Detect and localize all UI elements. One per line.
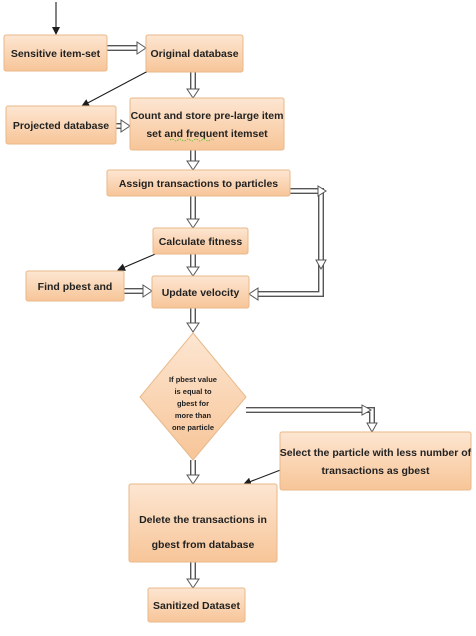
node-find-pbest-label: Find pbest and [38, 281, 113, 293]
arrow-fitness-to-findpbest [117, 251, 161, 271]
node-decision: If pbest value is equal to gbest for mor… [139, 332, 247, 461]
hollow-arrow-fitness-update [186, 254, 200, 277]
hollow-arrow-count-assign [186, 150, 200, 171]
node-calculate-fitness: Calculate fitness [152, 227, 249, 255]
hollow-arrow-original-count [186, 72, 200, 99]
node-update-velocity-label: Update velocity [162, 287, 240, 299]
node-count-store-line1: Count and store pre-large item [131, 110, 284, 122]
node-count-store: Count and store pre-large item set and f… [129, 97, 285, 151]
node-sensitive-itemset: Sensitive item-set [3, 34, 108, 72]
hollow-arrow-decision-select [246, 404, 378, 434]
hollow-arrow-sensitive-original [107, 41, 147, 55]
node-delete-transactions: Delete the transactions in gbest from da… [128, 483, 278, 563]
node-original-database: Original database [145, 34, 244, 73]
node-decision-line3: gbest for [177, 399, 209, 408]
hollow-arrow-update-decision [186, 308, 200, 333]
node-assign-transactions: Assign transactions to particles [106, 169, 291, 197]
node-decision-line4: more than [175, 411, 212, 420]
node-projected-database: Projected database [5, 105, 117, 145]
node-sensitive-itemset-label: Sensitive item-set [11, 48, 101, 60]
hollow-arrow-projected-count [116, 119, 131, 133]
node-decision-line2: is equal to [174, 387, 212, 396]
node-select-particle-line1: Select the particle with less number of [280, 447, 472, 459]
hollow-arrow-findpbest-update [124, 284, 153, 298]
node-delete-transactions-line2: gbest from database [152, 539, 255, 551]
node-sanitized-dataset: Sanitized Dataset [147, 587, 246, 623]
node-select-particle-line2: transactions as gbest [322, 465, 430, 477]
node-decision-line5: one particle [172, 423, 214, 432]
node-original-database-label: Original database [150, 48, 238, 60]
node-select-particle: Select the particle with less number of … [279, 431, 472, 491]
node-count-store-line2: set and frequent itemset [146, 128, 268, 140]
node-calculate-fitness-label: Calculate fitness [159, 236, 243, 248]
hollow-arrow-delete-sanitized [186, 562, 200, 589]
node-sanitized-dataset-label: Sanitized Dataset [153, 600, 240, 612]
hollow-arrows [107, 41, 378, 589]
arrow-original-to-projected [81, 69, 151, 107]
node-find-pbest: Find pbest and [25, 270, 125, 302]
node-delete-transactions-line1: Delete the transactions in [139, 514, 267, 526]
node-projected-database-label: Projected database [13, 120, 109, 132]
spellcheck-underline [169, 138, 215, 142]
hollow-arrow-decision-delete [186, 460, 200, 485]
node-assign-transactions-label: Assign transactions to particles [119, 178, 278, 190]
hollow-arrow-feedback-loop [248, 185, 327, 301]
node-update-velocity: Update velocity [151, 275, 250, 309]
hollow-arrow-assign-fitness [186, 196, 200, 229]
node-decision-line1: If pbest value [169, 375, 217, 384]
